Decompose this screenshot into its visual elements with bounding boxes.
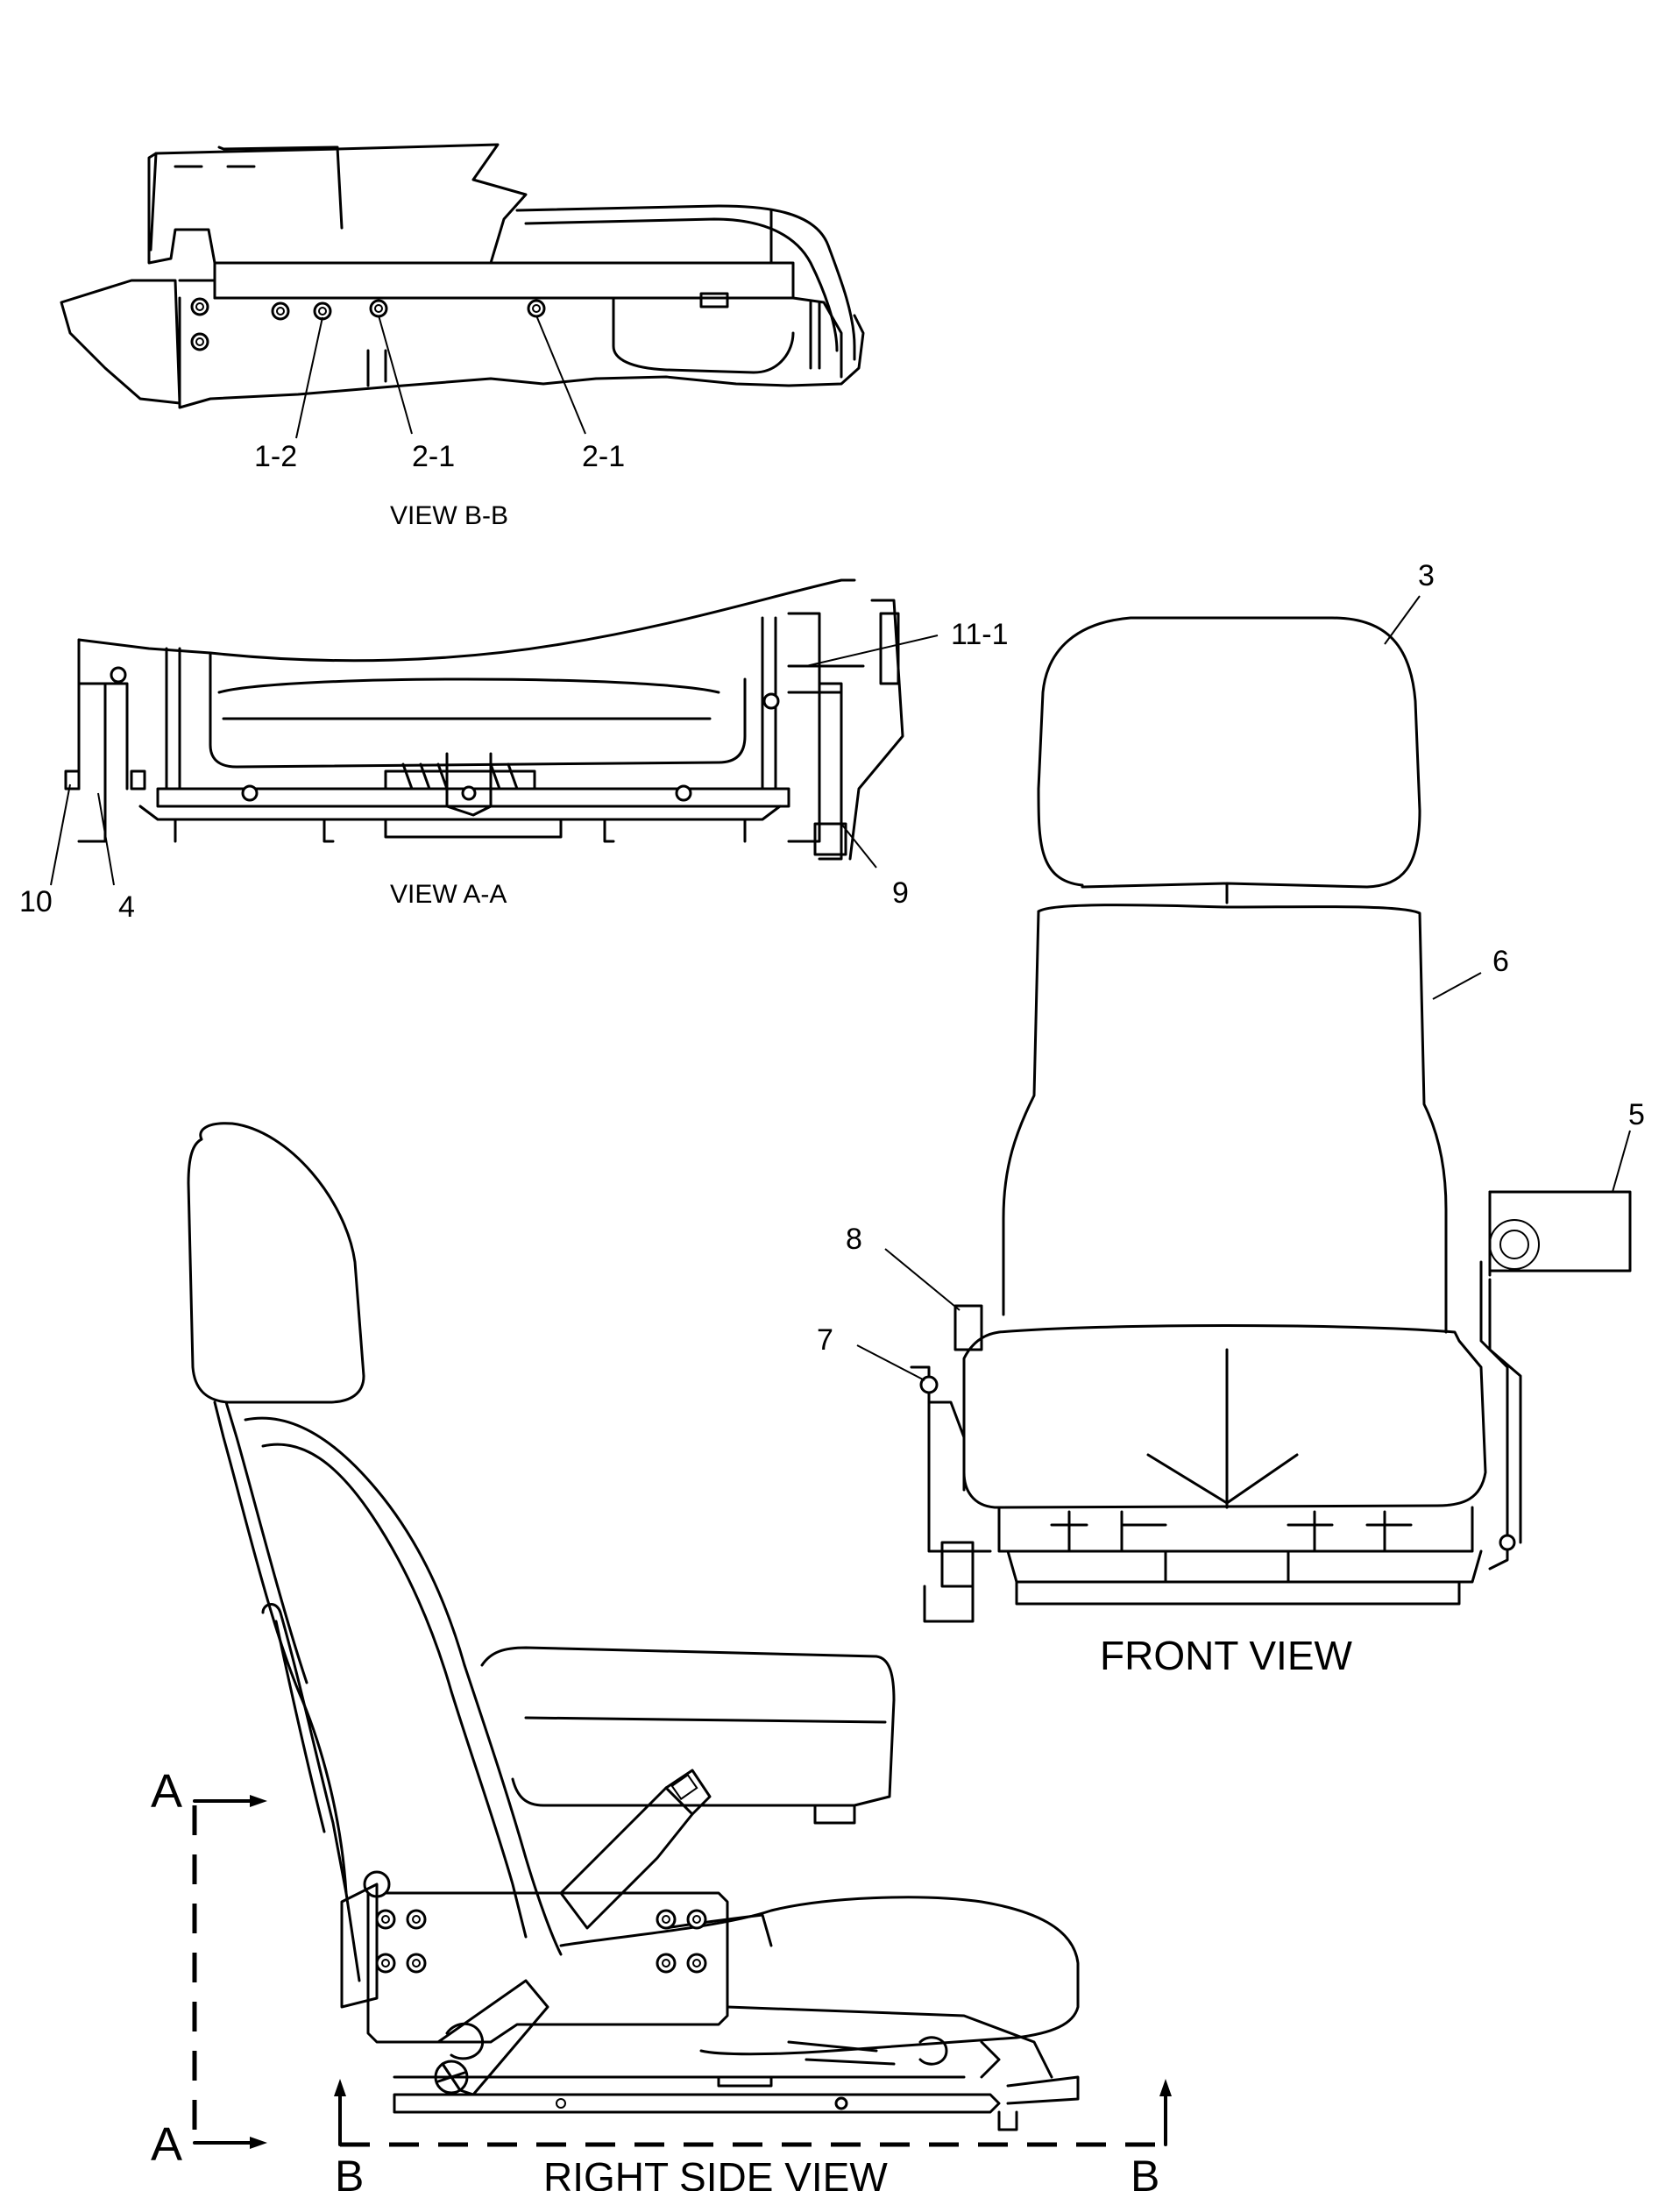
front-view-label: FRONT VIEW [1100, 1633, 1353, 1678]
callout-8: 8 [846, 1223, 862, 1256]
front-view-drawing [856, 595, 1632, 1623]
view-bb-label: VIEW B-B [390, 501, 508, 530]
callout-9: 9 [892, 876, 909, 910]
right-side-view-drawing [187, 1122, 1080, 2131]
section-a-bottom-label: A [151, 2118, 182, 2171]
callout-6: 6 [1492, 945, 1509, 978]
view-aa-drawing [50, 578, 939, 886]
callout-7: 7 [817, 1323, 833, 1357]
section-b-right-label: B [1131, 2152, 1159, 2191]
callout-2-1-left: 2-1 [412, 440, 455, 473]
callout-10: 10 [19, 885, 53, 918]
callout-4: 4 [118, 890, 135, 924]
callout-3: 3 [1418, 559, 1435, 592]
section-a-top-label: A [151, 1765, 182, 1818]
callout-2-1-right: 2-1 [582, 440, 625, 473]
callout-11-1: 11-1 [951, 618, 1009, 651]
callout-1-2: 1-2 [254, 440, 297, 473]
view-bb-drawing [60, 143, 865, 439]
section-b-left-label: B [335, 2152, 364, 2191]
section-line-b [334, 2079, 1172, 2147]
callout-5: 5 [1628, 1098, 1645, 1131]
section-line-a [192, 1795, 267, 2149]
right-side-view-label: RIGHT SIDE VIEW [543, 2154, 888, 2191]
view-aa-label: VIEW A-A [390, 880, 507, 909]
